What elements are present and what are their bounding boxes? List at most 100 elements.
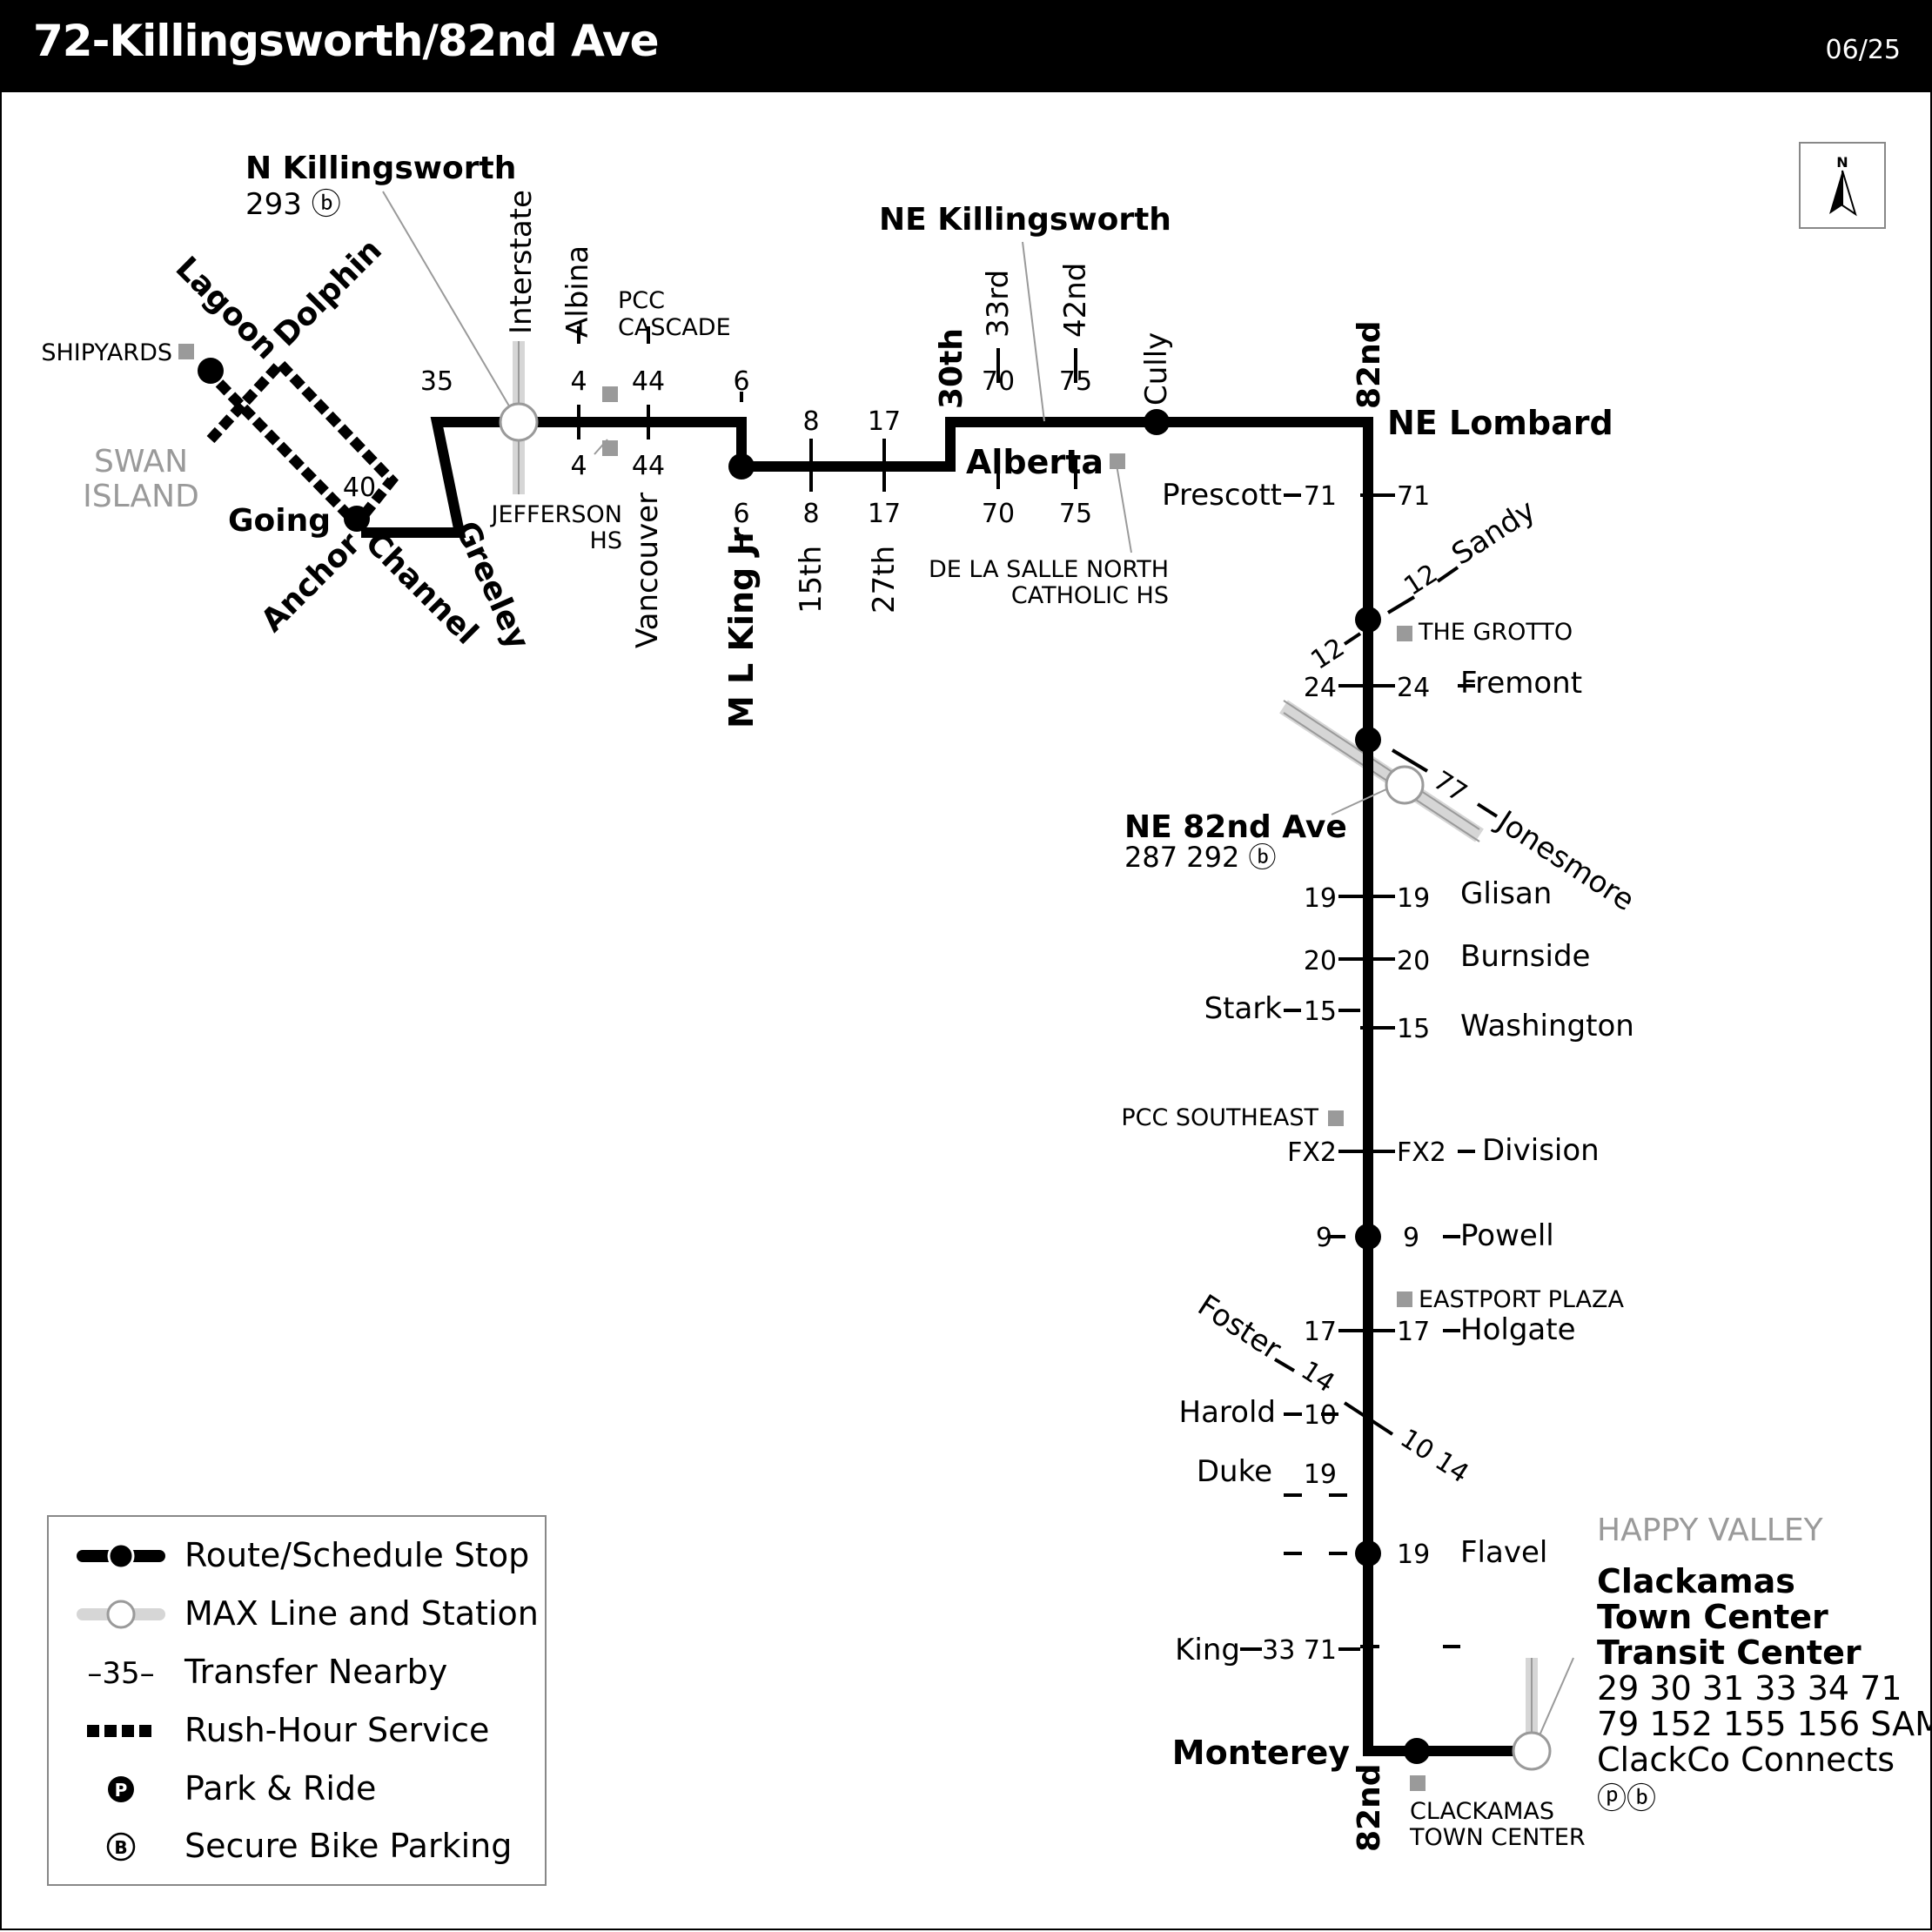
landmark-delasalle-1: DE LA SALLE NORTH bbox=[929, 556, 1169, 583]
transfer-14: 14 bbox=[1296, 1355, 1340, 1399]
legend-max-station-icon bbox=[106, 1600, 136, 1629]
street-harold: Harold bbox=[1179, 1395, 1276, 1430]
street-king: King bbox=[1175, 1633, 1240, 1667]
transfer-fx2-right: FX2 bbox=[1397, 1137, 1446, 1168]
transfer-9-right: 9 bbox=[1403, 1223, 1419, 1253]
transfer-24-left: 24 bbox=[1304, 673, 1337, 703]
street-fremont: Fremont bbox=[1460, 666, 1582, 701]
area-swan-island-1: SWAN bbox=[94, 444, 188, 480]
transfer-71-left: 71 bbox=[1304, 481, 1337, 512]
stop-lagoon[interactable] bbox=[198, 358, 224, 384]
transfer-10: 10 bbox=[1304, 1400, 1337, 1431]
cross-street-lines bbox=[577, 326, 1499, 1651]
transfer-70-top: 70 bbox=[982, 366, 1015, 397]
transfer-6-bottom: 6 bbox=[733, 499, 749, 529]
max-station-ne-82nd[interactable] bbox=[1385, 765, 1425, 805]
stop-going-anchor[interactable] bbox=[344, 506, 370, 532]
transfer-33-71: 33 71 bbox=[1262, 1635, 1337, 1666]
street-vancouver: Vancouver bbox=[630, 493, 665, 648]
landmark-pcc-southeast: PCC SOUTHEAST bbox=[1121, 1104, 1318, 1131]
transfer-10-14: 10 14 bbox=[1395, 1423, 1474, 1489]
max-station-ctc[interactable] bbox=[1512, 1731, 1552, 1771]
street-going: Going bbox=[228, 503, 331, 539]
transfer-44-bottom: 44 bbox=[632, 451, 665, 481]
street-cully: Cully bbox=[1139, 332, 1174, 406]
transfer-24-right: 24 bbox=[1397, 673, 1430, 703]
landmark-pcc-cascade-1: PCC bbox=[618, 287, 665, 314]
legend-transfer: Transfer Nearby bbox=[184, 1653, 447, 1691]
transfer-4-bottom: 4 bbox=[570, 451, 587, 481]
transfer-12-left: 12 bbox=[1305, 633, 1350, 676]
transfer-44-top: 44 bbox=[632, 366, 665, 397]
transfer-fx2-left: FX2 bbox=[1287, 1137, 1337, 1168]
station-ctc-name-2: Town Center bbox=[1597, 1598, 1828, 1636]
transfer-75-top: 75 bbox=[1059, 366, 1092, 397]
stop-powell[interactable] bbox=[1355, 1224, 1381, 1250]
transfer-71-right: 71 bbox=[1397, 481, 1430, 512]
street-flavel: Flavel bbox=[1460, 1535, 1547, 1570]
station-ne-82nd: NE 82nd Ave bbox=[1124, 809, 1347, 845]
max-station-n-killingsworth[interactable] bbox=[499, 402, 539, 442]
stop-monterey[interactable] bbox=[1404, 1738, 1430, 1764]
landmark-pcc-cascade-2: CASCADE bbox=[618, 314, 731, 341]
street-duke: Duke bbox=[1197, 1454, 1272, 1489]
street-27th: 27th bbox=[867, 546, 902, 614]
landmark-labels: SHIPYARDS PCC CASCADE JEFFERSON HS DE LA… bbox=[41, 287, 1624, 1851]
transfer-8-bottom: 8 bbox=[802, 499, 819, 529]
street-powell: Powell bbox=[1460, 1218, 1554, 1253]
station-ctc-routes-1: 29 30 31 33 34 71 bbox=[1597, 1669, 1902, 1707]
route-stops bbox=[198, 358, 1552, 1771]
landmark-jefferson-1: JEFFERSON bbox=[490, 501, 623, 528]
street-33rd: 33rd bbox=[981, 270, 1016, 338]
legend-bike-parking: Secure Bike Parking bbox=[184, 1827, 512, 1865]
max-lines bbox=[513, 341, 1538, 1749]
street-interstate: Interstate bbox=[504, 190, 539, 334]
street-sandy: Sandy bbox=[1446, 493, 1541, 572]
stop-sandy[interactable] bbox=[1355, 607, 1381, 633]
north-arrow-icon: N bbox=[1799, 142, 1886, 229]
transfer-17-top: 17 bbox=[868, 406, 901, 437]
legend-transfer-sample: –35– bbox=[87, 1656, 154, 1691]
street-alberta: Alberta bbox=[966, 443, 1104, 481]
legend-max-line: MAX Line and Station bbox=[184, 1594, 539, 1633]
page-title: 72-Killingsworth/82nd Ave bbox=[33, 16, 660, 66]
street-monterey: Monterey bbox=[1172, 1734, 1350, 1772]
station-ne-82nd-sub: 287 292 ⓑ bbox=[1124, 841, 1277, 874]
landmark-delasalle-2: CATHOLIC HS bbox=[1011, 582, 1169, 609]
area-labels: SWAN ISLAND HAPPY VALLEY bbox=[83, 444, 1823, 1548]
street-glisan: Glisan bbox=[1460, 876, 1552, 911]
stop-ne-82nd-ave[interactable] bbox=[1355, 727, 1381, 753]
transfer-20-left: 20 bbox=[1304, 946, 1337, 976]
stop-mlk[interactable] bbox=[728, 453, 755, 480]
stop-cully[interactable] bbox=[1144, 409, 1170, 435]
stop-flavel[interactable] bbox=[1355, 1540, 1381, 1566]
street-82nd-top: 82nd bbox=[1352, 321, 1387, 410]
transfer-75-bottom: 75 bbox=[1059, 499, 1092, 529]
header-bar: 72-Killingsworth/82nd Ave 06/25 bbox=[0, 0, 1932, 92]
street-prescott: Prescott bbox=[1162, 478, 1282, 513]
landmark-grotto: THE GROTTO bbox=[1418, 619, 1573, 646]
transfer-4-top: 4 bbox=[570, 366, 587, 397]
landmark-ctc-2: TOWN CENTER bbox=[1409, 1824, 1586, 1851]
transfer-15-right: 15 bbox=[1397, 1014, 1430, 1044]
station-labels: N Killingsworth 293 ⓑ NE Killingsworth N… bbox=[245, 151, 1932, 1816]
street-foster: Foster bbox=[1191, 1288, 1287, 1367]
street-anchor: Anchor bbox=[254, 526, 367, 639]
north-label: N bbox=[1836, 154, 1848, 171]
legend-park-ride: Park & Ride bbox=[184, 1769, 376, 1808]
transfer-19-glisan-left: 19 bbox=[1304, 883, 1337, 914]
landmark-eastport: EASTPORT PLAZA bbox=[1419, 1286, 1624, 1313]
transfer-17-bottom: 17 bbox=[868, 499, 901, 529]
station-ctc-name-1: Clackamas bbox=[1597, 1562, 1795, 1600]
street-albina: Albina bbox=[560, 245, 595, 338]
transfer-17-holgate-right: 17 bbox=[1397, 1317, 1430, 1347]
transfer-9-left: 9 bbox=[1316, 1223, 1332, 1253]
route-72-line bbox=[203, 356, 1532, 1756]
street-stark: Stark bbox=[1204, 991, 1283, 1026]
transfer-19-flavel: 19 bbox=[1397, 1540, 1430, 1570]
legend-stop-icon bbox=[107, 1542, 135, 1570]
area-swan-island-2: ISLAND bbox=[83, 479, 199, 514]
legend: Route/Schedule Stop MAX Line and Station… bbox=[47, 1515, 547, 1886]
station-n-killingsworth-sub: 293 ⓑ bbox=[245, 187, 341, 222]
